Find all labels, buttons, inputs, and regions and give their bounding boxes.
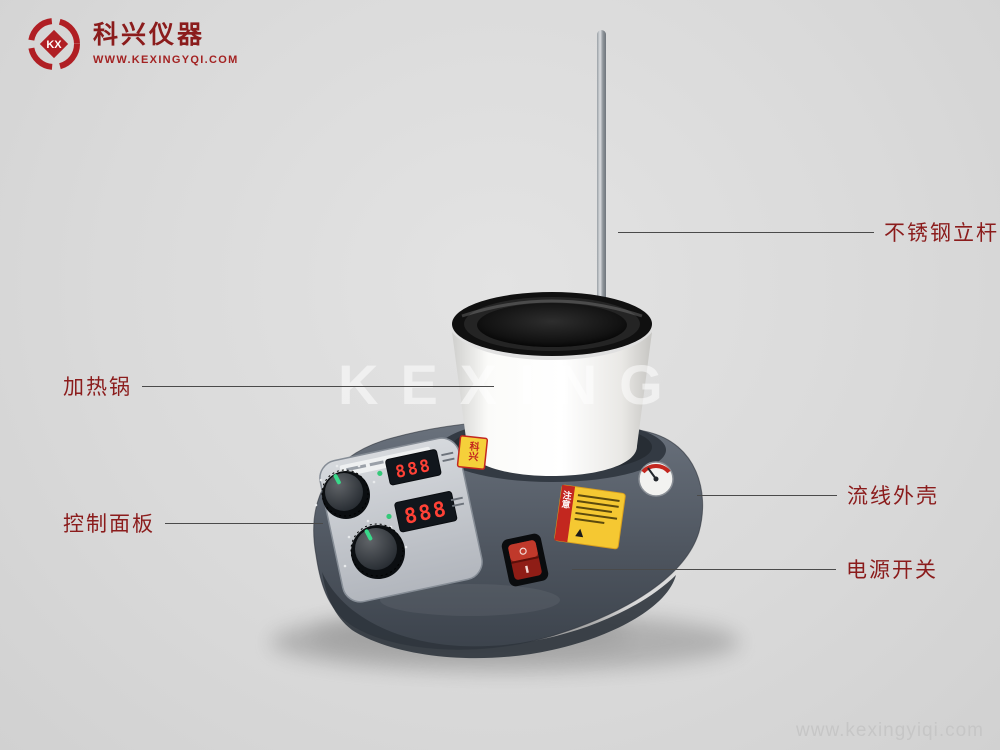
pot-opening: [477, 303, 627, 347]
center-watermark: KEXING: [338, 353, 685, 416]
callout-label: 电源开关: [846, 559, 938, 582]
stir-knob-marker: [333, 474, 341, 485]
warning-sticker: 注意: [554, 484, 626, 550]
callout-power-switch: 电源开关: [572, 554, 938, 584]
pot-sticker-text: 科兴: [466, 439, 480, 462]
stainless-rod: [597, 30, 606, 330]
power-switch: [501, 533, 549, 587]
pot-rim-highlight: [461, 299, 643, 318]
callout-stainless-rod: 不锈钢立杆: [618, 217, 999, 247]
led-indicator-top: [377, 470, 383, 476]
callout-streamline-shell: 流线外壳: [697, 480, 939, 510]
stir-knob: [321, 469, 370, 519]
callout-line: [142, 385, 494, 387]
callout-label: 流线外壳: [847, 485, 939, 508]
warning-triangle-icon: [575, 528, 584, 538]
brand-website: WWW.KEXINGYQI.COM: [93, 53, 239, 66]
callout-label: 加热锅: [63, 376, 132, 399]
callout-label: 不锈钢立杆: [884, 222, 999, 245]
logo-diamond: [39, 29, 69, 59]
brand-logo: KX 科兴仪器 WWW.KEXINGYQI.COM: [26, 16, 239, 72]
callout-line: [572, 568, 836, 570]
gauge-sticker: [638, 461, 674, 497]
heat-knob-marker: [364, 529, 373, 541]
panel-micro-labels: [441, 451, 465, 508]
logo-monogram: KX: [46, 39, 62, 51]
brand-name: 科兴仪器: [93, 21, 206, 50]
warning-text: 注意: [560, 489, 573, 510]
pot-brand-sticker: 科兴: [456, 435, 489, 470]
warning-fine-print: [574, 494, 620, 525]
callout-line: [697, 494, 837, 496]
heating-pot: [452, 292, 652, 476]
callout-control-panel: 控制面板: [63, 508, 323, 538]
callout-heating-pot: 加热锅: [63, 371, 494, 401]
heat-knob: [350, 523, 405, 579]
website-watermark: www.kexingyiqi.com: [796, 720, 984, 741]
led-indicator-bottom: [386, 513, 392, 520]
pot-body: [452, 332, 652, 476]
callout-label: 控制面板: [63, 513, 155, 536]
brand-logo-icon: KX: [28, 18, 80, 70]
logo-ring: [28, 18, 80, 70]
callout-line: [618, 231, 874, 233]
knob-scale-marks: [314, 464, 408, 568]
callout-line: [165, 522, 323, 524]
